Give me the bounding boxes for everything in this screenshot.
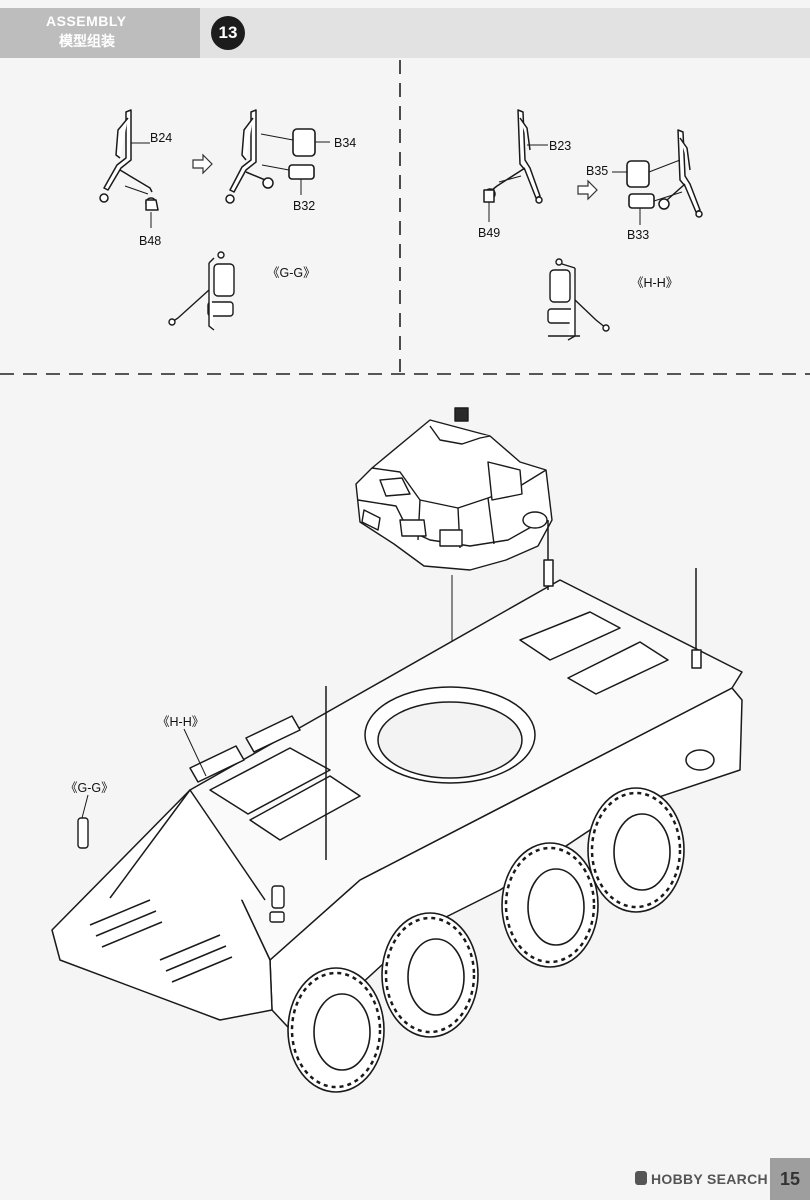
wheel-1-hub bbox=[313, 993, 371, 1071]
right-mirror-guides bbox=[612, 159, 683, 225]
assembly-title-cn: 模型组装 bbox=[59, 34, 115, 50]
left-mirror-guides bbox=[260, 133, 330, 195]
hobby-search-logo-icon bbox=[635, 1171, 647, 1185]
callout-hh: 《H-H》 bbox=[157, 715, 205, 729]
callout-leaders bbox=[81, 728, 207, 819]
part-label-b34: B34 bbox=[334, 136, 357, 150]
assembly-title: ASSEMBLY bbox=[46, 13, 127, 29]
part-label-b23: B23 bbox=[549, 139, 572, 153]
part-label-b33: B33 bbox=[627, 228, 650, 242]
page-number: 15 bbox=[770, 1158, 810, 1200]
wheel-4-hub bbox=[613, 813, 671, 891]
hull-mirrors bbox=[77, 817, 285, 923]
header-bar bbox=[200, 8, 810, 58]
road-wheels bbox=[287, 787, 685, 1093]
gg-detail-view bbox=[168, 251, 235, 331]
callout-gg: 《G-G》 bbox=[65, 781, 114, 795]
wheel-2-hub bbox=[407, 938, 465, 1016]
dashed-dividers bbox=[0, 60, 810, 375]
right-mirror-plates bbox=[626, 160, 655, 209]
part-label-b35: B35 bbox=[586, 164, 609, 178]
part-label-b32: B32 bbox=[293, 199, 316, 213]
right-mirror-arm-part bbox=[483, 109, 543, 204]
tire-tread bbox=[290, 791, 682, 1089]
part-label-b48: B48 bbox=[139, 234, 162, 248]
right-assembled-arm bbox=[658, 129, 703, 218]
header-tab bbox=[0, 8, 200, 58]
view-label-gg: 《G-G》 bbox=[267, 266, 316, 280]
right-step-arrow bbox=[577, 179, 598, 201]
part-label-b24: B24 bbox=[150, 131, 173, 145]
watermark-text: HOBBY SEARCH bbox=[651, 1171, 768, 1187]
turret-assembly bbox=[355, 407, 553, 571]
hh-detail-view bbox=[547, 258, 610, 341]
step-number-badge: 13 bbox=[211, 16, 245, 50]
left-step-arrow bbox=[192, 153, 213, 175]
left-mirror-plates bbox=[288, 128, 316, 180]
right-assembly-guides bbox=[488, 144, 548, 222]
left-mirror-arm-part bbox=[99, 109, 159, 211]
left-assembled-arm bbox=[225, 109, 274, 204]
wheel-3-hub bbox=[527, 868, 585, 946]
part-label-b49: B49 bbox=[478, 226, 501, 240]
view-label-hh: 《H-H》 bbox=[631, 276, 679, 290]
left-assembly-guides bbox=[124, 142, 152, 228]
